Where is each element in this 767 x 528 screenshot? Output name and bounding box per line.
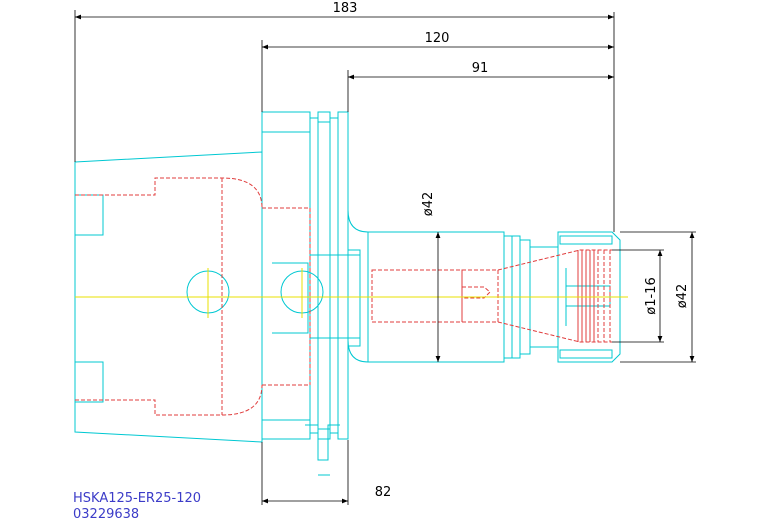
hidden-lines <box>75 177 612 416</box>
dim-body-diameter: ø42 <box>421 192 436 217</box>
dimension-lines <box>74 10 696 505</box>
part-model-label: HSKA125-ER25-120 <box>73 491 202 506</box>
tool-holder-outline <box>74 111 621 476</box>
dim-bottom-length: 82 <box>375 485 392 500</box>
dim-length-from-flange: 120 <box>425 31 450 46</box>
dim-length-from-collar: 91 <box>472 61 489 76</box>
dim-clamping-range: ø1-16 <box>644 277 659 314</box>
dim-overall-length: 183 <box>333 1 358 16</box>
centerline <box>75 268 628 318</box>
part-number-label: 03229638 <box>73 507 140 522</box>
collet-slits <box>577 250 595 342</box>
dim-nut-diameter: ø42 <box>675 284 690 309</box>
